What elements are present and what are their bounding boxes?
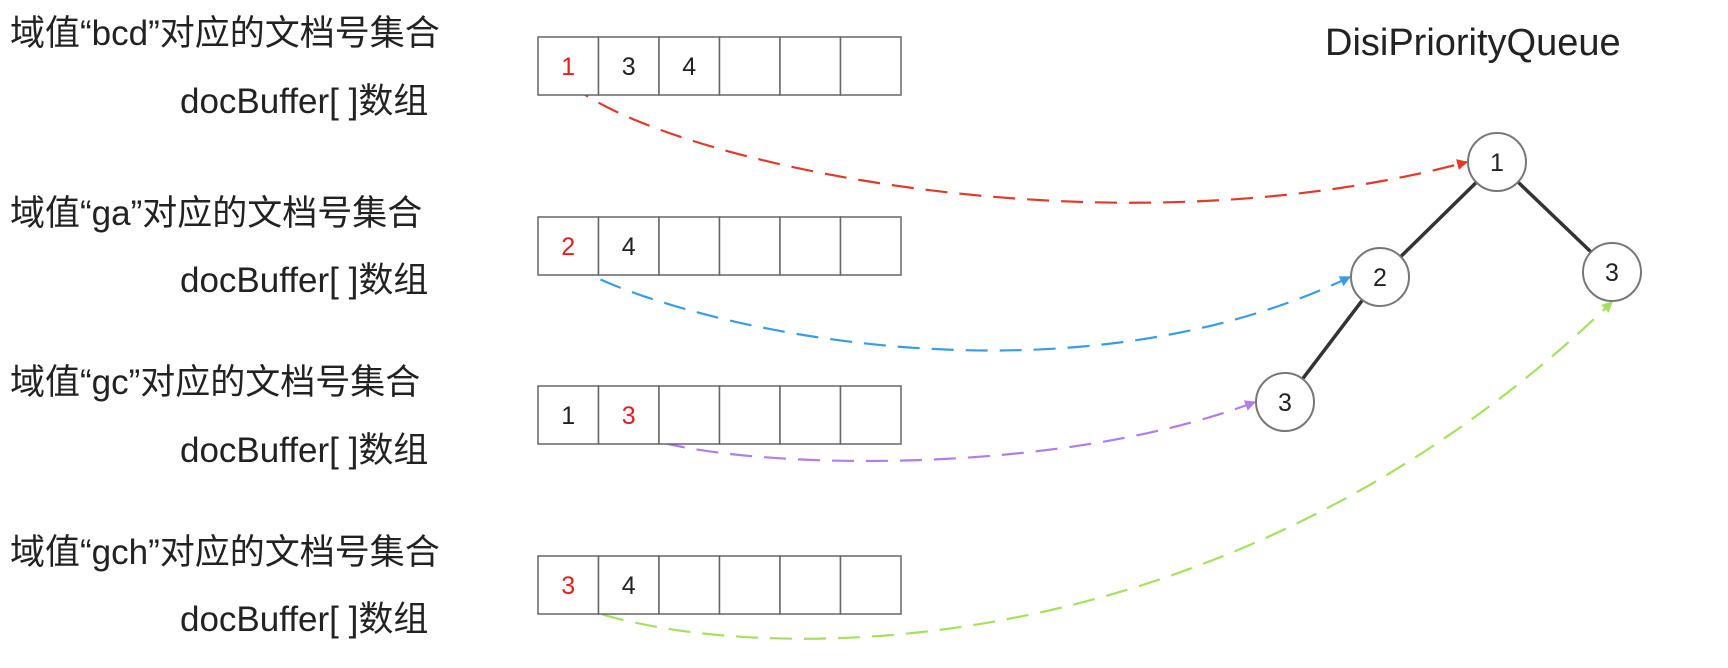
buffer-cell-value: 2 <box>561 233 575 261</box>
buffer-cell <box>537 36 600 96</box>
heap-node-value: 1 <box>1490 149 1504 177</box>
buffer-cell <box>839 385 902 445</box>
buffer-cell <box>779 555 842 615</box>
heap-node-value: 2 <box>1373 264 1387 292</box>
buffer-cell <box>839 216 902 276</box>
queue-title: DisiPriorityQueue <box>1325 22 1621 64</box>
heap-edge <box>1398 180 1479 259</box>
buffer-label-gch: docBuffer[ ]数组 <box>180 600 429 639</box>
group-label-ga: 域值“ga”对应的文档号集合 <box>10 194 423 233</box>
buffer-cell <box>658 36 721 96</box>
heap-node <box>1582 242 1642 302</box>
group-label-gch: 域值“gch”对应的文档号集合 <box>10 533 440 572</box>
buffer-cell-value: 4 <box>622 572 636 600</box>
buffer-cell <box>718 36 781 96</box>
buffer-label-bcd: docBuffer[ ]数组 <box>180 82 429 121</box>
buffer-cell-value: 4 <box>682 53 696 81</box>
buffer-cell <box>718 555 781 615</box>
buffer-cell <box>658 555 721 615</box>
buffer-cell-value: 3 <box>622 53 636 81</box>
buffer-cell-value: 1 <box>561 402 575 430</box>
buffer-cell <box>839 555 902 615</box>
heap-node-value: 3 <box>1278 389 1292 417</box>
buffer-cell <box>597 555 660 615</box>
heap-node <box>1350 247 1410 307</box>
heap-node-value: 3 <box>1605 259 1619 287</box>
pointer-arrow-1 <box>569 263 1351 352</box>
buffer-label-gc: docBuffer[ ]数组 <box>180 431 429 470</box>
buffer-cell <box>779 36 842 96</box>
buffer-cell <box>597 36 660 96</box>
buffer-cell <box>839 36 902 96</box>
buffer-cell <box>718 216 781 276</box>
buffer-cell-value: 3 <box>622 402 636 430</box>
buffer-label-ga: docBuffer[ ]数组 <box>180 261 429 300</box>
buffer-cell <box>658 216 721 276</box>
buffer-cell <box>597 216 660 276</box>
group-label-bcd: 域值“bcd”对应的文档号集合 <box>10 14 440 53</box>
pointer-arrow-2 <box>630 400 1257 463</box>
heap-edge <box>1516 180 1593 254</box>
pointer-arrow-0 <box>569 83 1469 204</box>
buffer-cell <box>718 385 781 445</box>
buffer-cell <box>658 385 721 445</box>
buffer-cell-value: 1 <box>561 53 575 81</box>
buffer-cell-value: 4 <box>622 233 636 261</box>
buffer-cell <box>779 385 842 445</box>
heap-node <box>1467 132 1527 192</box>
buffer-cell <box>779 216 842 276</box>
buffer-cell <box>537 555 600 615</box>
heap-node <box>1255 372 1315 432</box>
buffer-cell <box>597 385 660 445</box>
buffer-cell-value: 3 <box>561 572 575 600</box>
heap-edge <box>1300 298 1365 381</box>
pointer-arrow-3 <box>569 301 1613 640</box>
group-label-gc: 域值“gc”对应的文档号集合 <box>10 363 421 402</box>
